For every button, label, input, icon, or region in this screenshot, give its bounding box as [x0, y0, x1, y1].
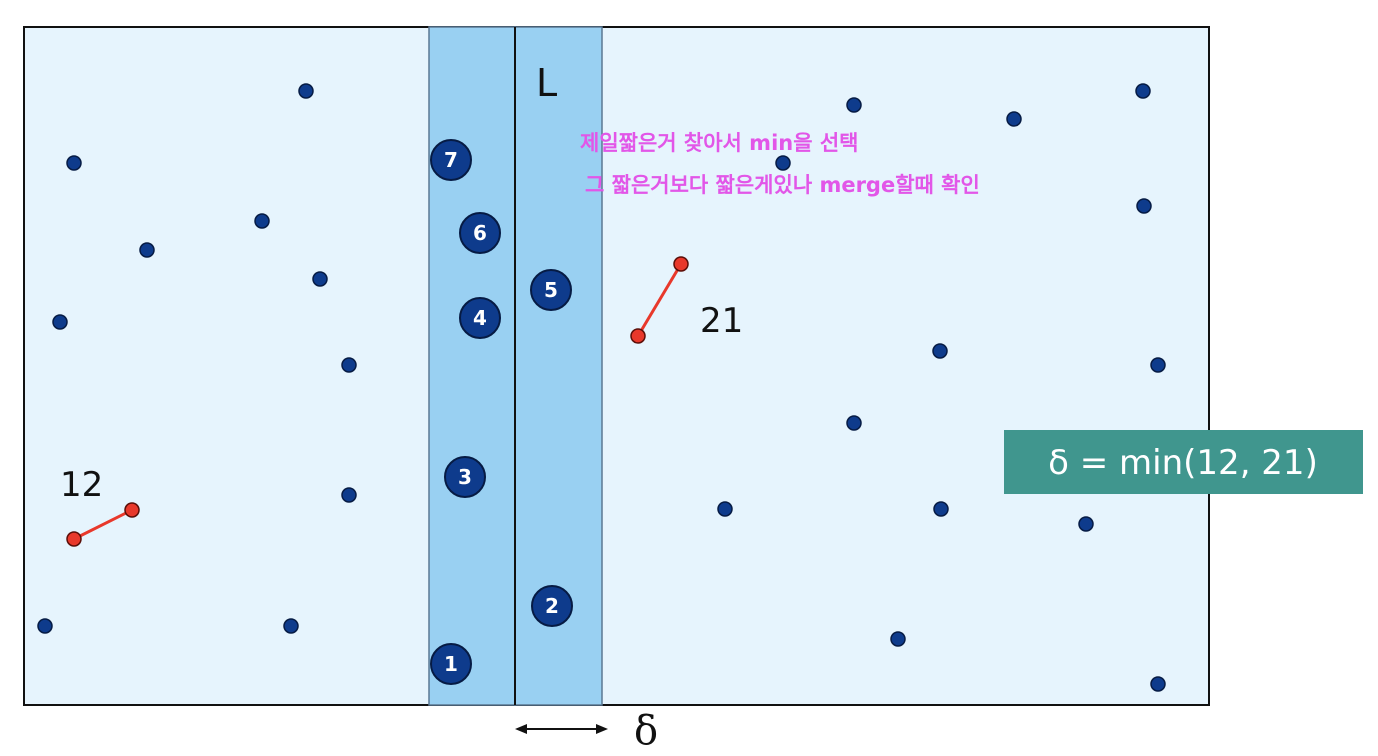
strip-point-label: 7 — [444, 148, 458, 172]
strip-point-label: 3 — [458, 465, 472, 489]
left-closest-point-b — [124, 502, 140, 518]
point — [283, 618, 299, 634]
arrow-right-head-icon — [596, 724, 608, 734]
strip-point-label: 1 — [444, 652, 458, 676]
point — [341, 487, 357, 503]
strip-point-2: 2 — [531, 585, 573, 627]
delta-formula: δ = min(12, 21) — [1048, 443, 1318, 483]
strip-point-label: 4 — [473, 306, 487, 330]
left-closest-pair-segment — [73, 508, 133, 541]
delta-width-label: δ — [634, 708, 658, 754]
strip-point-label: 5 — [544, 278, 558, 302]
strip-point-3: 3 — [444, 456, 486, 498]
point — [775, 155, 791, 171]
note-line-2: 그 짧은거보다 짧은게있나 merge할때 확인 — [585, 173, 980, 197]
point — [1150, 676, 1166, 692]
point — [933, 501, 949, 517]
strip-point-4: 4 — [459, 297, 501, 339]
point — [717, 501, 733, 517]
note-line-1: 제일짧은거 찾아서 min을 선택 — [580, 131, 858, 155]
point — [932, 343, 948, 359]
point — [846, 97, 862, 113]
point — [890, 631, 906, 647]
point — [1136, 198, 1152, 214]
point — [341, 357, 357, 373]
left-closest-point-a — [66, 531, 82, 547]
point — [1078, 516, 1094, 532]
point — [846, 415, 862, 431]
plane-region — [23, 26, 1210, 706]
strip-point-7: 7 — [430, 139, 472, 181]
strip-point-1: 1 — [430, 643, 472, 685]
right-closest-point-a — [630, 328, 646, 344]
formula-box — [1004, 430, 1363, 494]
point — [1135, 83, 1151, 99]
point — [139, 242, 155, 258]
point — [66, 155, 82, 171]
point — [37, 618, 53, 634]
point — [1006, 111, 1022, 127]
point — [1150, 357, 1166, 373]
right-pair-distance-label: 21 — [700, 301, 743, 341]
strip-point-label: 6 — [473, 221, 487, 245]
right-closest-pair-segment — [636, 263, 683, 337]
dividing-line-label: L — [536, 61, 557, 105]
strip-point-5: 5 — [530, 269, 572, 311]
left-pair-distance-label: 12 — [60, 465, 103, 505]
delta-strip-left — [428, 26, 516, 706]
point — [52, 314, 68, 330]
point — [254, 213, 270, 229]
strip-point-label: 2 — [545, 594, 559, 618]
point — [312, 271, 328, 287]
arrow-left-head-icon — [515, 724, 527, 734]
point — [298, 83, 314, 99]
strip-point-6: 6 — [459, 212, 501, 254]
right-closest-point-b — [673, 256, 689, 272]
